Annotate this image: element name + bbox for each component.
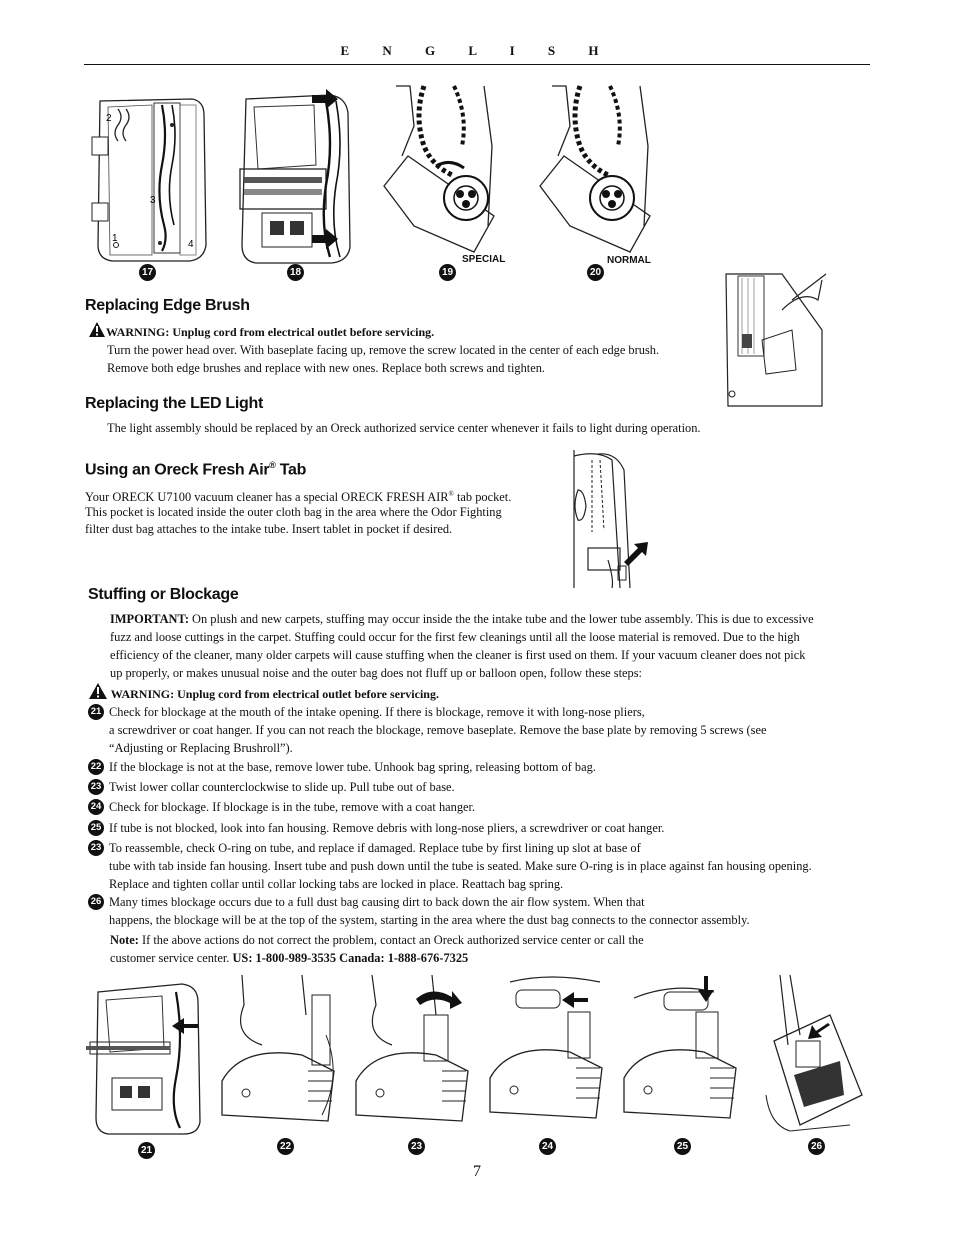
fresh-air-line1b: tab pocket. (453, 490, 512, 505)
step-item: 24 Check for blockage. If blockage is in… (88, 798, 878, 816)
figure-number-badge: 25 (674, 1138, 691, 1155)
figure-20-illustration (539, 85, 651, 253)
figure-number-badge: 20 (587, 264, 604, 281)
header-rule (84, 64, 870, 65)
figure-number-badge: 24 (539, 1138, 556, 1155)
figure-26-illustration (765, 974, 863, 1132)
fresh-air-body-line: filter dust bag attaches to the intake t… (85, 522, 453, 536)
edge-brush-body-line: Remove both edge brushes and replace wit… (107, 361, 546, 375)
customer-service-phones: US: 1-800-989-3535 Canada: 1-888-676-732… (232, 951, 469, 965)
figure-number-badge: 17 (139, 264, 156, 281)
fresh-air-title-tail: Tab (275, 461, 307, 479)
step-item: 26 Many times blockage occurs due to a f… (88, 893, 878, 929)
edge-brush-warning: WARNING: Unplug cord from electrical out… (88, 321, 434, 341)
figure-21-illustration (86, 983, 201, 1135)
registered-mark: ® (269, 460, 276, 470)
important-line: up properly, or makes unusual noise and … (110, 666, 642, 680)
note-label: Note: (110, 933, 139, 947)
note-line: Note: If the above actions do not correc… (110, 931, 880, 949)
warning-icon (89, 683, 107, 699)
figure-17-illustration: 2 3 1 4 (91, 98, 207, 262)
language-header: E N G L I S H (340, 43, 614, 58)
step-number-badge: 23 (88, 779, 104, 795)
step-number-badge: 21 (88, 704, 104, 720)
section-title-edge-brush: Replacing Edge Brush (85, 297, 250, 314)
step-number-badge: 24 (88, 799, 104, 815)
step-number-badge: 23 (88, 840, 104, 856)
step-number-badge: 26 (88, 894, 104, 910)
figure-number-badge: 21 (138, 1142, 155, 1159)
figure-25-illustration (623, 976, 737, 1119)
figure-18-illustration (239, 89, 351, 264)
step-item: 21 Check for blockage at the mouth of th… (88, 703, 878, 757)
figure-number-badge: 19 (439, 264, 456, 281)
figure-number-badge: 18 (287, 264, 304, 281)
step-line: If the blockage is not at the base, remo… (109, 760, 596, 774)
step-line: To reassemble, check O-ring on tube, and… (109, 841, 641, 855)
figure-23-illustration (355, 974, 469, 1122)
step-line: Replace and tighten collar until collar … (109, 877, 564, 891)
step-number-badge: 25 (88, 820, 104, 836)
figure-number-badge: 26 (808, 1138, 825, 1155)
fresh-air-body-line: Your ORECK U7100 vacuum cleaner has a sp… (85, 485, 511, 506)
fig20-caption: NORMAL (607, 255, 651, 266)
figure-number-badge: 23 (408, 1138, 425, 1155)
section-title-stuffing: Stuffing or Blockage (88, 586, 239, 603)
section-title-led: Replacing the LED Light (85, 395, 263, 412)
step-line: tube with tab inside fan housing. Insert… (109, 859, 812, 873)
figure-22-illustration (221, 974, 335, 1122)
section-title-fresh-air: Using an Oreck Fresh Air® Tab (85, 460, 306, 479)
edge-brush-illustration (725, 273, 827, 407)
step-item: 23 To reassemble, check O-ring on tube, … (88, 839, 878, 893)
note-line-text: If the above actions do not correct the … (138, 933, 644, 947)
edge-brush-body-line: Turn the power head over. With baseplate… (107, 343, 660, 357)
step-item: 22 If the blockage is not at the base, r… (88, 758, 878, 776)
step-line: If tube is not blocked, look into fan ho… (109, 821, 665, 835)
step-line: Twist lower collar counterclockwise to s… (109, 780, 455, 794)
figure-24-illustration (489, 976, 603, 1119)
important-line: IMPORTANT: On plush and new carpets, stu… (110, 610, 880, 628)
fig17-label: 4 (188, 239, 194, 250)
fresh-air-line1a: Your ORECK U7100 vacuum cleaner has a sp… (85, 490, 449, 505)
note-line-text: customer service center. (110, 951, 233, 965)
important-line-text: On plush and new carpets, stuffing may o… (188, 612, 814, 626)
fig17-label: 1 (112, 233, 118, 244)
important-line: efficiency of the cleaner, many older ca… (110, 648, 806, 662)
figure-19-illustration (383, 85, 495, 253)
fresh-air-body-line: This pocket is located inside the outer … (85, 505, 502, 519)
fresh-air-pocket-illustration (573, 450, 648, 589)
stuffing-warning-text: WARNING: Unplug cord from electrical out… (110, 687, 439, 701)
registered-mark: ® (448, 490, 454, 498)
step-line: Check for blockage. If blockage is in th… (109, 800, 476, 814)
step-item: 23 Twist lower collar counterclockwise t… (88, 778, 878, 796)
step-line: a screwdriver or coat hanger. If you can… (109, 723, 767, 737)
important-label: IMPORTANT: (110, 612, 189, 626)
warning-icon (89, 322, 105, 337)
note-line: customer service center. US: 1-800-989-3… (110, 949, 880, 967)
important-line: fuzz and loose cuttings in the carpet. S… (110, 630, 800, 644)
edge-brush-warning-text: WARNING: Unplug cord from electrical out… (106, 325, 435, 339)
step-line: “Adjusting or Replacing Brushroll”). (109, 741, 293, 755)
step-line: happens, the blockage will be at the top… (109, 913, 750, 927)
fig17-label: 2 (106, 113, 112, 124)
step-item: 25 If tube is not blocked, look into fan… (88, 819, 878, 837)
led-body: The light assembly should be replaced by… (107, 421, 701, 435)
figure-number-badge: 22 (277, 1138, 294, 1155)
fig17-label: 3 (150, 195, 156, 206)
step-line: Many times blockage occurs due to a full… (109, 895, 645, 909)
fresh-air-title-text: Using an Oreck Fresh Air (85, 461, 270, 479)
fig19-caption: SPECIAL (462, 254, 506, 265)
note-paragraph: Note: If the above actions do not correc… (110, 931, 880, 967)
page-number: 7 (473, 1163, 481, 1180)
step-number-badge: 22 (88, 759, 104, 775)
stuffing-warning: WARNING: Unplug cord from electrical out… (88, 682, 439, 703)
step-line: Check for blockage at the mouth of the i… (109, 705, 645, 719)
important-paragraph: IMPORTANT: On plush and new carpets, stu… (110, 610, 880, 682)
